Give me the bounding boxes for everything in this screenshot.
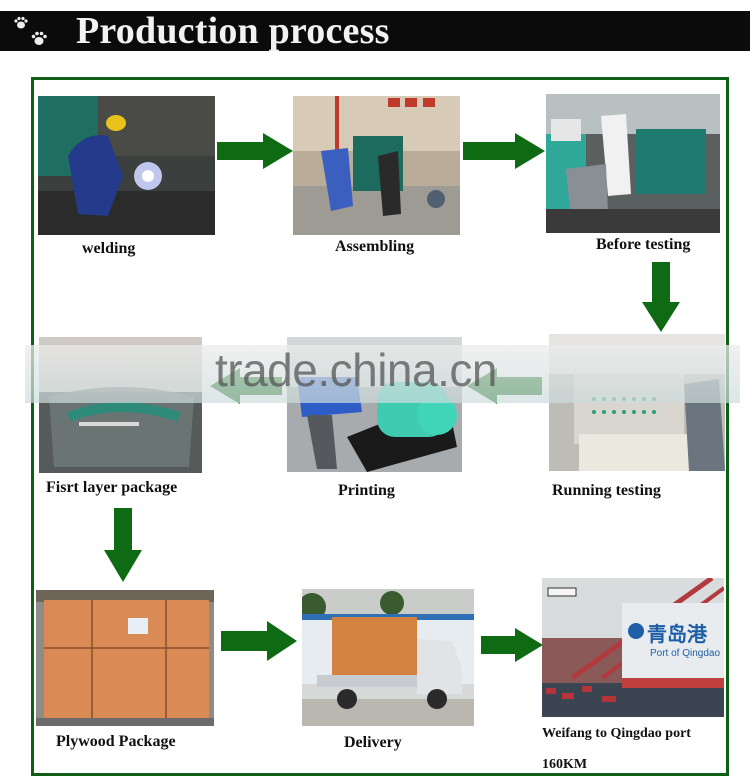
port-sign-english: Port of Qingdao xyxy=(650,648,721,659)
step-label: Printing xyxy=(338,482,395,499)
port-sign-chinese: 青岛港 xyxy=(647,622,707,646)
arrow-right-icon xyxy=(221,621,297,661)
watermark-band: trade.china.cn xyxy=(25,344,740,403)
step-label: Weifang to Qingdao port xyxy=(542,726,691,741)
worker-welding-photo xyxy=(38,96,215,235)
generator-assembly-photo xyxy=(293,96,460,235)
step-label: Running testing xyxy=(552,482,661,499)
arrow-down-icon xyxy=(642,262,680,332)
watermark-text: trade.china.cn xyxy=(215,344,497,396)
page-title: Production process xyxy=(76,10,390,52)
step-sublabel: 160KM xyxy=(542,757,588,772)
generator-control-panel-photo xyxy=(546,94,720,233)
step-label: Plywood Package xyxy=(56,733,176,750)
plywood-crate-photo xyxy=(36,590,214,726)
qingdao-port-photo: 青岛港 Port of Qingdao xyxy=(542,578,724,717)
arrow-down-icon xyxy=(104,508,142,582)
step-label: Before testing xyxy=(596,236,691,253)
step-label: Assembling xyxy=(335,238,415,255)
arrow-right-icon xyxy=(481,628,543,662)
paw-prints-icon xyxy=(12,15,52,49)
arrow-right-icon xyxy=(217,133,293,169)
step-label: Delivery xyxy=(344,734,402,751)
header-banner: Production process xyxy=(0,10,750,52)
truck-with-crate-photo xyxy=(302,589,474,726)
arrow-right-icon xyxy=(463,133,545,169)
step-label: Fisrt layer package xyxy=(46,479,178,496)
step-label: welding xyxy=(82,240,136,257)
